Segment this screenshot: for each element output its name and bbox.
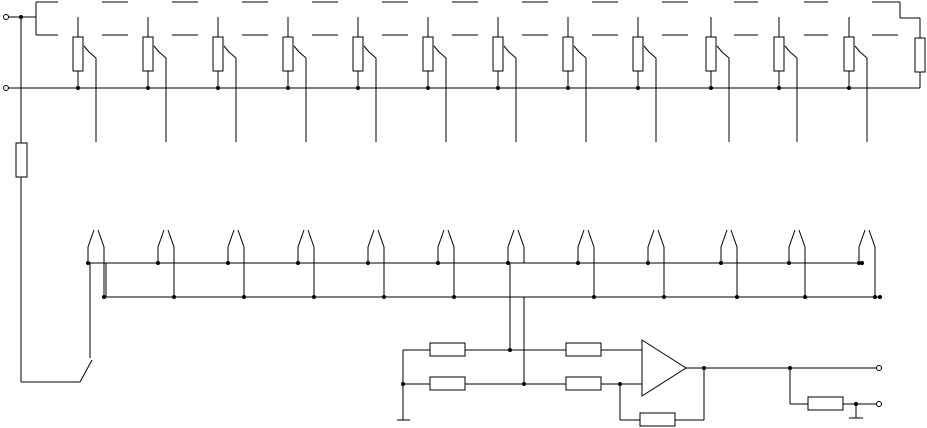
potentiometer bbox=[72, 36, 84, 72]
potentiometer bbox=[492, 36, 504, 72]
changeover-switch bbox=[857, 229, 877, 299]
potentiometer bbox=[773, 36, 785, 72]
junction-dot bbox=[566, 86, 570, 90]
potentiometer-stage bbox=[352, 17, 377, 142]
potentiometer bbox=[843, 36, 855, 72]
summing-resistor-lower bbox=[565, 376, 602, 391]
junction-dot bbox=[286, 86, 290, 90]
output-resistor bbox=[807, 396, 844, 411]
input-resistor-upper bbox=[429, 342, 466, 357]
series-resistor bbox=[15, 142, 28, 178]
changeover-switch bbox=[436, 229, 456, 299]
junction-dot bbox=[102, 295, 106, 299]
output-terminal-top bbox=[876, 365, 882, 371]
junction-dot bbox=[76, 86, 80, 90]
potentiometer bbox=[142, 36, 154, 72]
potentiometer bbox=[705, 36, 717, 72]
junction-dot bbox=[847, 86, 851, 90]
potentiometer-stage bbox=[282, 17, 307, 142]
changeover-switch bbox=[226, 229, 246, 299]
junction-dot bbox=[860, 261, 864, 265]
changeover-switch bbox=[787, 229, 807, 299]
top-bus bbox=[9, 1, 921, 38]
left-feed bbox=[15, 17, 93, 383]
changeover-switch bbox=[719, 229, 739, 299]
junction-dot bbox=[878, 295, 882, 299]
potentiometer bbox=[422, 36, 434, 72]
changeover-switch bbox=[86, 229, 106, 299]
potentiometer-stage bbox=[492, 17, 517, 142]
potentiometer-stage bbox=[562, 17, 587, 142]
changeover-switch bbox=[366, 229, 386, 299]
potentiometer-stage bbox=[773, 17, 798, 142]
changeover-switch bbox=[296, 229, 316, 299]
potentiometer-stage bbox=[705, 17, 730, 142]
junction-dot bbox=[426, 86, 430, 90]
output-terminal-bottom bbox=[876, 401, 882, 407]
input-resistor-lower bbox=[429, 376, 466, 391]
potentiometer-stage bbox=[422, 17, 447, 142]
changeover-switch bbox=[646, 229, 666, 299]
capacitor bbox=[849, 404, 863, 419]
junction-dot bbox=[709, 86, 713, 90]
switch-row bbox=[86, 229, 877, 299]
potentiometer-stage bbox=[843, 17, 868, 142]
input-terminals bbox=[3, 14, 9, 91]
potentiometer bbox=[282, 36, 294, 72]
junction-dot bbox=[777, 86, 781, 90]
summing-resistor-upper bbox=[565, 342, 602, 357]
junction-dot bbox=[496, 86, 500, 90]
junction-dot bbox=[356, 86, 360, 90]
potentiometer bbox=[352, 36, 364, 72]
potentiometer-stage bbox=[72, 17, 97, 142]
switch-buses bbox=[88, 261, 882, 299]
junction-dot bbox=[636, 86, 640, 90]
feedback-resistor bbox=[639, 412, 676, 427]
summing-amplifier bbox=[397, 263, 882, 427]
input-terminal-top bbox=[3, 14, 9, 20]
potentiometer bbox=[562, 36, 574, 72]
potentiometer-stage bbox=[142, 17, 167, 142]
potentiometer-stage bbox=[212, 17, 237, 142]
potentiometer-stage bbox=[632, 17, 657, 142]
junction-dot bbox=[146, 86, 150, 90]
ground-rail bbox=[9, 37, 926, 89]
input-switch-blade bbox=[79, 359, 93, 383]
potentiometer-ladder bbox=[72, 17, 868, 142]
end-resistor bbox=[914, 37, 926, 73]
potentiometer bbox=[632, 36, 644, 72]
junction-dot bbox=[401, 382, 405, 386]
op-amp bbox=[641, 339, 687, 397]
junction-dot bbox=[216, 86, 220, 90]
changeover-switch bbox=[506, 229, 525, 265]
changeover-switch bbox=[576, 229, 596, 299]
changeover-switch bbox=[156, 229, 176, 299]
potentiometer bbox=[212, 36, 224, 72]
input-terminal-bottom bbox=[3, 85, 9, 91]
